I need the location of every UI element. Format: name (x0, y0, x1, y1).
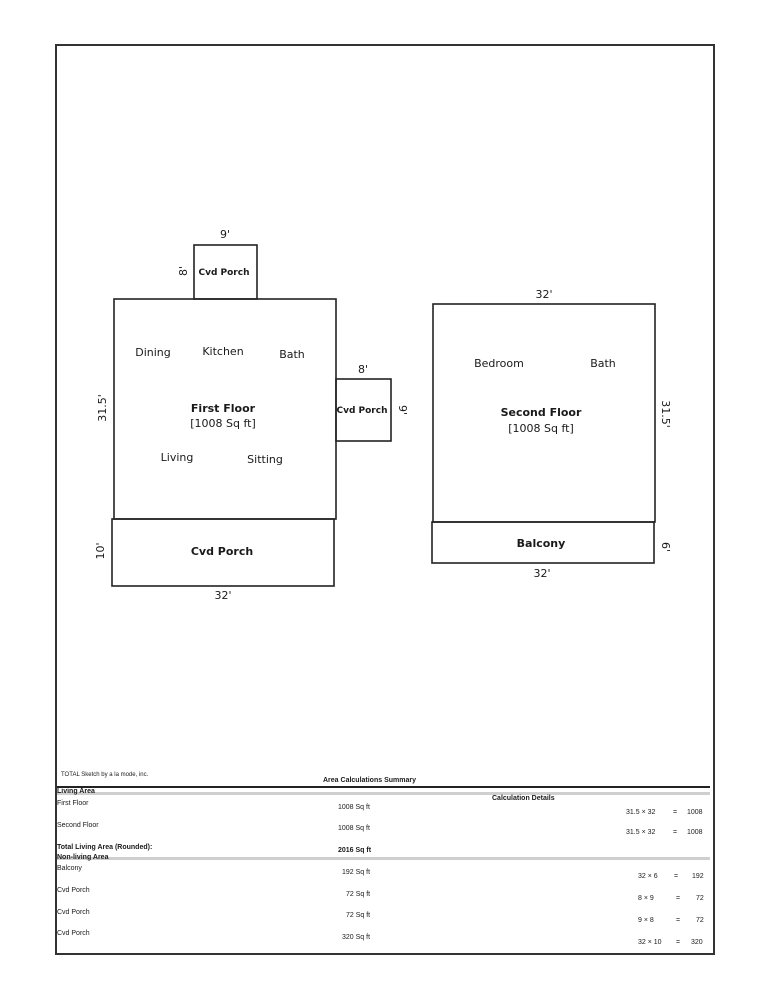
calculation-details-header: Calculation Details (492, 795, 555, 802)
nonliving-row-name: Balcony (57, 865, 82, 872)
porch-top-dim-height: 8' (177, 266, 190, 276)
nonliving-row-name: Cvd Porch (57, 930, 90, 937)
calc-expression: 9 × 8 (638, 917, 654, 924)
calc-equals: = (676, 917, 681, 924)
room-sitting: Sitting (247, 453, 283, 466)
first-floor-title: First Floor (191, 402, 256, 415)
calc-equals: = (676, 939, 681, 946)
calc-expression: 32 × 6 (638, 873, 658, 880)
calc-result: 1008 (687, 829, 703, 836)
calc-result: 72 (696, 917, 704, 924)
total-living-label: Total Living Area (Rounded): (57, 844, 153, 851)
summary-divider (57, 786, 710, 788)
porch-bottom-outline (111, 518, 335, 587)
calc-equals: = (674, 873, 679, 880)
porch-right-dim-height: 9' (396, 405, 409, 415)
second-floor-dim-top: 32' (535, 288, 552, 301)
porch-bottom-label: Cvd Porch (191, 545, 253, 558)
calc-result: 1008 (687, 809, 703, 816)
porch-bottom-dim-width: 32' (214, 589, 231, 602)
nonliving-row-area: 72 Sq ft (346, 891, 371, 898)
calc-expression: 31.5 × 32 (626, 829, 656, 836)
first-floor-dim-left: 31.5' (96, 394, 109, 422)
living-row-name: Second Floor (57, 822, 99, 829)
second-floor-title: Second Floor (501, 406, 582, 419)
room-bedroom: Bedroom (474, 357, 524, 370)
nonliving-row-area: 192 Sq ft (342, 869, 371, 876)
living-header-band (57, 792, 710, 795)
calc-equals: = (673, 809, 678, 816)
calc-result: 192 (692, 873, 704, 880)
second-floor-dim-right: 31.5' (659, 400, 672, 428)
porch-top-label: Cvd Porch (198, 268, 249, 278)
porch-bottom-dim-height: 10' (94, 542, 107, 559)
room-bath-first: Bath (279, 348, 305, 361)
calc-expression: 32 × 10 (638, 939, 662, 946)
summary-title: Area Calculations Summary (323, 777, 416, 784)
porch-right-outline (335, 378, 392, 442)
porch-top-dim-width: 9' (220, 228, 230, 241)
living-area-header: Living Area (57, 788, 95, 795)
porch-top-outline (193, 244, 258, 300)
calc-equals: = (673, 829, 678, 836)
room-dining: Dining (135, 346, 171, 359)
porch-right-label: Cvd Porch (336, 406, 387, 416)
calc-result: 320 (691, 939, 703, 946)
calc-result: 72 (696, 895, 704, 902)
second-floor-area: [1008 Sq ft] (508, 422, 574, 435)
page-frame (55, 44, 715, 955)
nonliving-row-name: Cvd Porch (57, 909, 90, 916)
nonliving-header-band (57, 857, 710, 860)
room-kitchen: Kitchen (202, 345, 243, 358)
living-row-area: 1008 Sq ft (338, 825, 370, 832)
first-floor-area: [1008 Sq ft] (190, 417, 256, 430)
living-row-area: 1008 Sq ft (338, 804, 370, 811)
room-living: Living (161, 451, 194, 464)
nonliving-row-name: Cvd Porch (57, 887, 90, 894)
porch-right-dim-width: 8' (358, 363, 368, 376)
balcony-dim-width: 32' (533, 567, 550, 580)
balcony-outline (431, 521, 655, 564)
sketch-credit: TOTAL Sketch by a la mode, inc. (61, 772, 149, 778)
calc-expression: 8 × 9 (638, 895, 654, 902)
calc-expression: 31.5 × 32 (626, 809, 656, 816)
nonliving-area-header: Non-living Area (57, 854, 109, 861)
nonliving-row-area: 320 Sq ft (342, 934, 371, 941)
balcony-label: Balcony (517, 537, 566, 550)
balcony-dim-height: 6' (659, 542, 672, 552)
living-row-name: First Floor (57, 800, 89, 807)
total-living-value: 2016 Sq ft (338, 847, 372, 854)
calc-equals: = (676, 895, 681, 902)
room-bath-second: Bath (590, 357, 616, 370)
nonliving-row-area: 72 Sq ft (346, 912, 371, 919)
